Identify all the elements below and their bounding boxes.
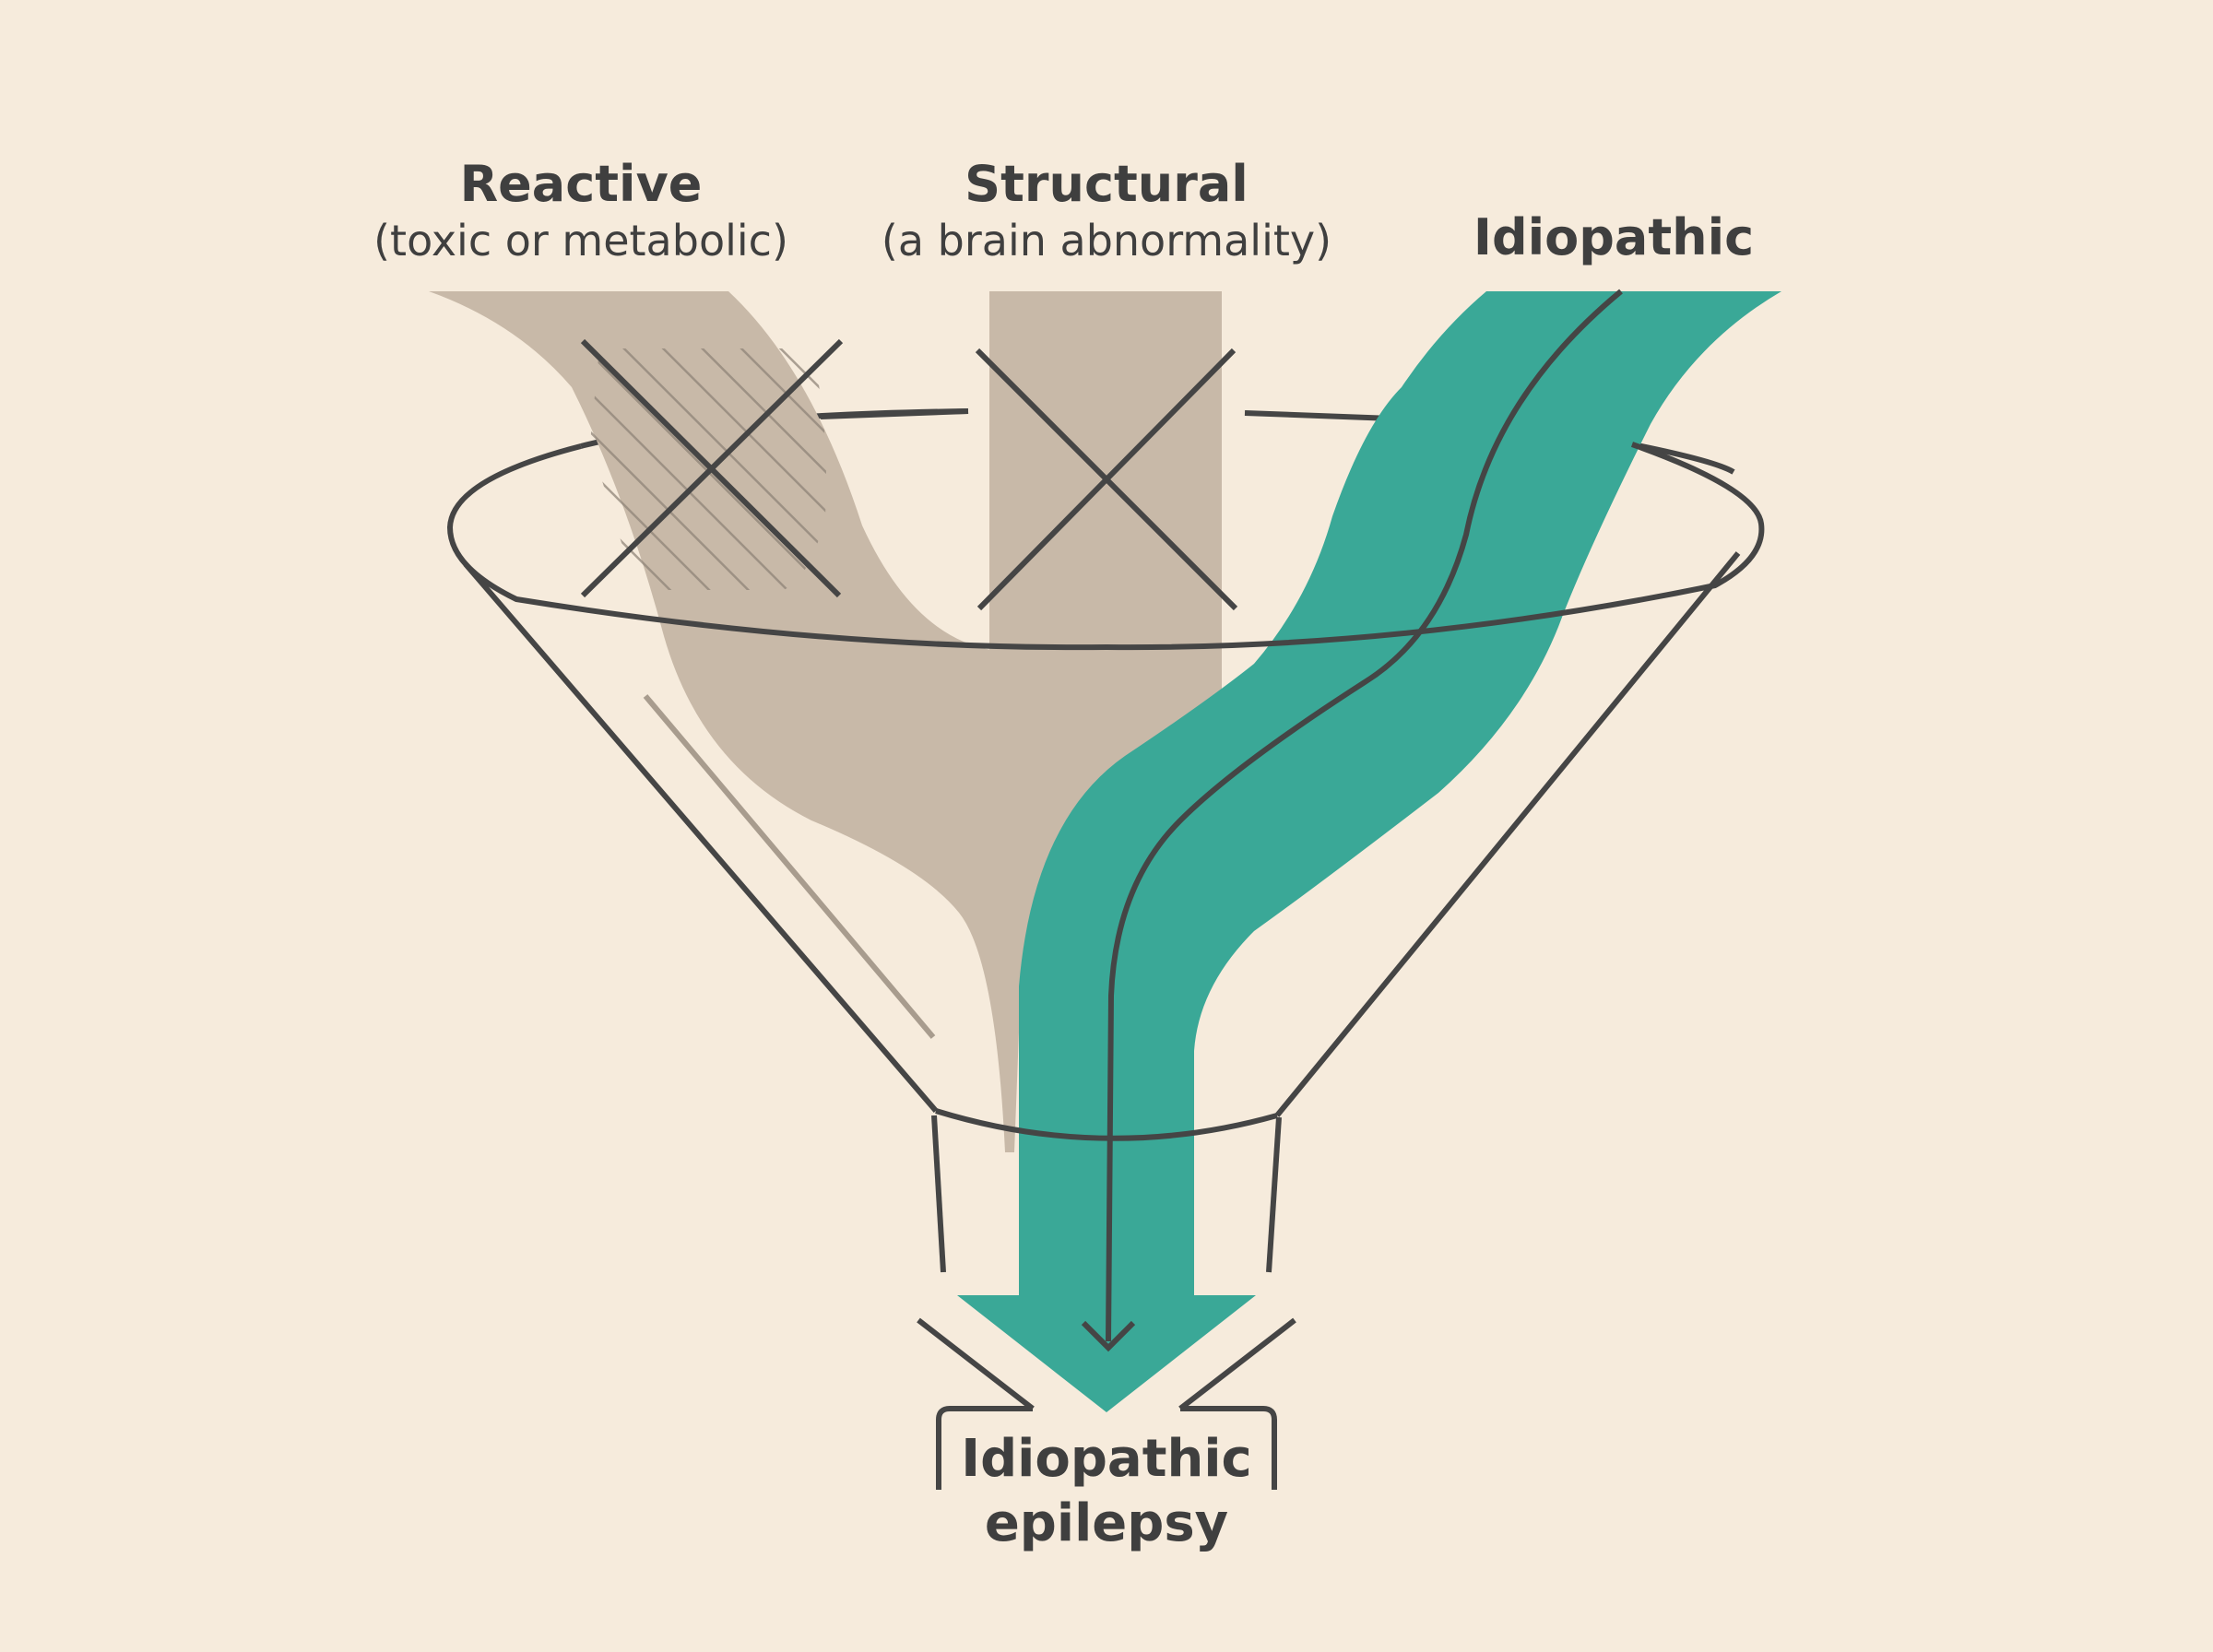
funnel-left-side	[463, 562, 939, 1113]
structural-exclusion-cross	[975, 348, 1238, 611]
funnel-spout-left	[931, 1115, 946, 1273]
funnel-front-rim	[446, 442, 1765, 651]
structural-stream	[989, 291, 1222, 697]
result-line-2: epilepsy	[984, 1493, 1229, 1553]
funnel-back-rim	[820, 408, 969, 419]
reactive-exclusion-cross	[580, 338, 844, 598]
funnel-highlight	[643, 694, 936, 1039]
result-label: Idiopathic epilepsy	[922, 1427, 1291, 1556]
source-title: Structural	[964, 155, 1249, 213]
source-title: Idiopathic	[1473, 208, 1755, 266]
funnel-spout-right	[1266, 1116, 1282, 1273]
result-bracket-left	[936, 1406, 1033, 1490]
source-label-idiopathic: Idiopathic	[1438, 208, 1789, 267]
output-chevron-right	[1178, 1317, 1296, 1411]
funnel-spout-rim	[935, 1108, 1278, 1141]
source-label-reactive: Reactive (toxic or metabolic)	[350, 155, 811, 267]
source-subtitle: (toxic or metabolic)	[373, 216, 788, 266]
idiopathic-stream	[957, 291, 1781, 1412]
result-bracket-right	[1180, 1406, 1277, 1490]
flow-arrowhead	[1081, 1320, 1136, 1352]
source-subtitle: (a brain abnormality)	[881, 216, 1332, 266]
funnel-right-side	[1274, 551, 1741, 1117]
source-label-structural: Structural (a brain abnormality)	[848, 155, 1365, 267]
flow-line	[1106, 289, 1623, 1342]
source-title: Reactive	[459, 155, 703, 213]
funnel-back-rim	[1244, 410, 1393, 421]
output-chevron-left	[917, 1317, 1035, 1411]
result-line-1: Idiopathic	[961, 1429, 1252, 1489]
